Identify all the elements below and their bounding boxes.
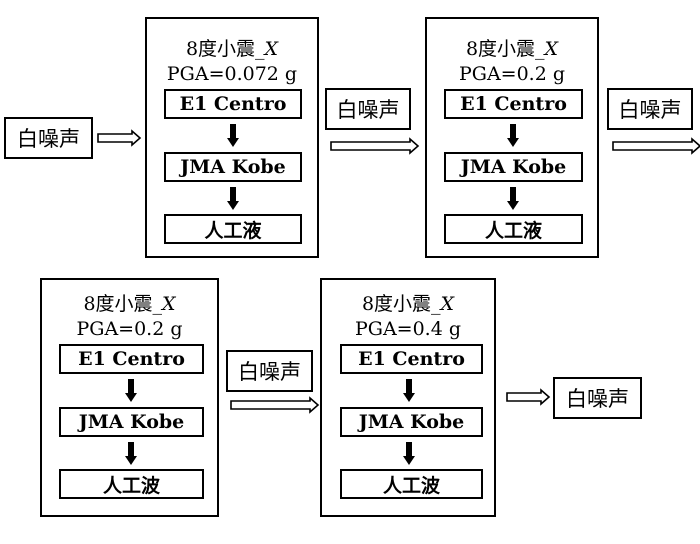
wave-box: JMA Kobe xyxy=(444,152,583,182)
stage-title-text: 8度小震_ xyxy=(361,293,441,315)
stage-axis: X xyxy=(162,293,176,315)
stage-title: 8度小震_X xyxy=(42,293,217,315)
stage-title: 8度小震_X xyxy=(322,293,494,315)
down-arrow-icon xyxy=(227,187,239,210)
white-noise-1: 白噪声 xyxy=(325,88,411,130)
wave-box: E1 Centro xyxy=(340,344,483,374)
wave-box: E1 Centro xyxy=(444,89,583,119)
down-arrow-icon xyxy=(227,124,239,147)
stage-axis: X xyxy=(264,38,279,60)
arrow-icon xyxy=(97,129,142,147)
stage-title: 8度小震_X xyxy=(147,38,317,60)
down-arrow-icon xyxy=(507,124,519,147)
wave-box: JMA Kobe xyxy=(164,152,302,182)
wave-box: JMA Kobe xyxy=(59,407,204,437)
stage-pga: PGA=0.2 g xyxy=(76,318,183,340)
wave-box: E1 Centro xyxy=(164,89,302,119)
wave-box: 人工液 xyxy=(164,214,302,244)
wave-box: 人工波 xyxy=(59,469,204,499)
stage-title-text: 8度小震_ xyxy=(465,38,545,60)
stage-title-text: 8度小震_ xyxy=(83,293,163,315)
stage-pga: PGA=0.072 g xyxy=(166,63,298,85)
white-noise-2: 白噪声 xyxy=(607,88,693,130)
white-noise-end: 白噪声 xyxy=(553,377,642,419)
down-arrow-icon xyxy=(403,442,415,465)
stage-title: 8度小震_X xyxy=(427,38,597,60)
wave-box: JMA Kobe xyxy=(340,407,483,437)
down-arrow-icon xyxy=(124,442,137,465)
white-noise-3: 白噪声 xyxy=(226,350,313,392)
arrow-icon xyxy=(330,137,420,155)
arrow-icon xyxy=(612,137,700,155)
white-noise-start: 白噪声 xyxy=(4,117,93,159)
stage-axis: X xyxy=(440,293,455,315)
stage-pga: PGA=0.4 g xyxy=(354,318,462,340)
wave-box: E1 Centro xyxy=(59,344,204,374)
stage-title-text: 8度小震_ xyxy=(185,38,265,60)
down-arrow-icon xyxy=(507,187,519,210)
arrow-icon xyxy=(506,388,551,406)
arrow-icon xyxy=(230,396,320,414)
wave-box: 人工液 xyxy=(444,214,583,244)
stage-axis: X xyxy=(544,38,559,60)
down-arrow-icon xyxy=(124,379,137,402)
wave-box: 人工波 xyxy=(340,469,483,499)
down-arrow-icon xyxy=(403,379,415,402)
stage-pga: PGA=0.2 g xyxy=(458,63,566,85)
